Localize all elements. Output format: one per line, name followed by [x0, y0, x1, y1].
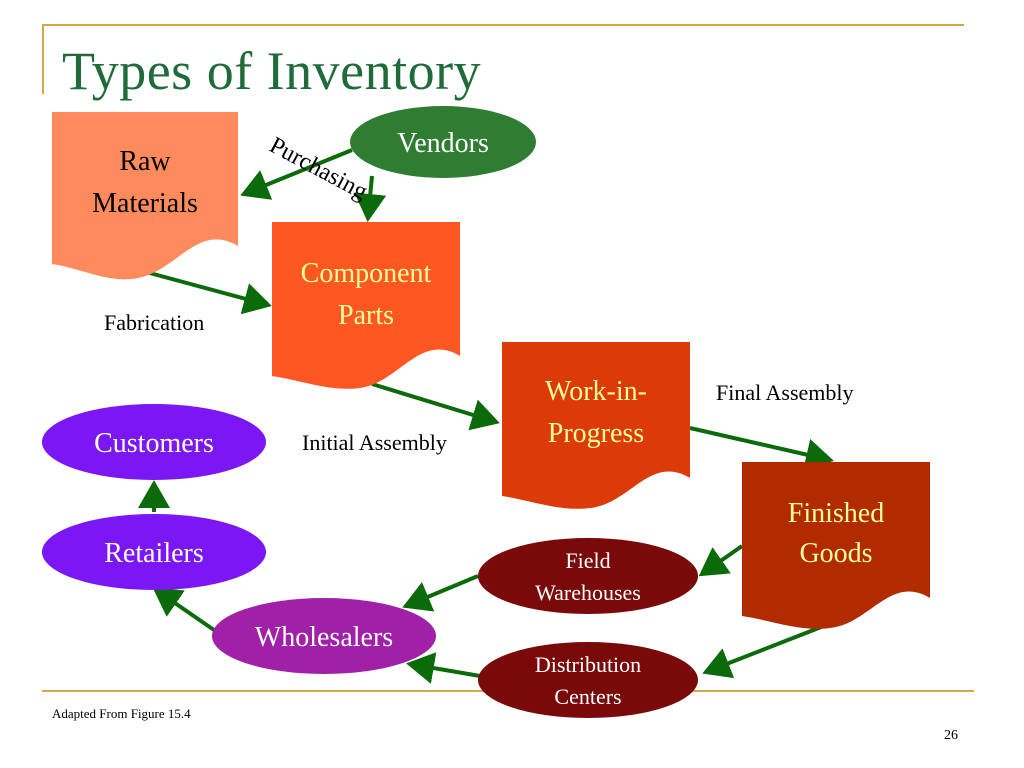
- distribution-centers-line-2: Centers: [554, 684, 621, 709]
- svg-text:Component: Component: [301, 258, 432, 289]
- node-raw-materials: Raw Materials: [52, 112, 238, 280]
- node-distribution-centers: Distribution Centers: [478, 642, 698, 718]
- wholesalers-label: Wholesalers: [255, 622, 393, 653]
- label-fabrication: Fabrication: [104, 310, 204, 335]
- svg-text:Work-in-: Work-in-: [545, 376, 647, 407]
- raw-materials-line-2: Materials: [92, 188, 198, 219]
- arrow-components-to-wip: [371, 382, 500, 431]
- retailers-label: Retailers: [104, 538, 204, 569]
- arrow-wip-to-finished: [689, 426, 834, 471]
- frame-top-rule: [42, 24, 964, 26]
- node-field-warehouses: Field Warehouses: [478, 538, 698, 614]
- node-wholesalers: Wholesalers: [212, 598, 436, 674]
- footer-note: Adapted From Figure 15.4: [52, 706, 191, 721]
- svg-text:Finished: Finished: [788, 498, 884, 529]
- vendors-label: Vendors: [397, 128, 489, 159]
- svg-text:Centers: Centers: [554, 684, 621, 709]
- node-retailers: Retailers: [42, 514, 266, 590]
- page-number: 26: [944, 728, 958, 743]
- arrow-vendors-to-raw: [240, 148, 353, 200]
- component-parts-line-2: Parts: [338, 300, 394, 331]
- customers-label: Customers: [94, 428, 214, 459]
- distribution-centers-line-1: Distribution: [535, 652, 641, 677]
- node-vendors: Vendors: [350, 106, 536, 178]
- wip-line-2: Progress: [548, 418, 644, 449]
- node-customers: Customers: [42, 404, 266, 480]
- field-warehouses-line-1: Field: [565, 548, 610, 573]
- arrow-raw-to-components: [145, 270, 272, 315]
- arrow-field-to-wholesalers: [402, 574, 479, 612]
- node-finished-goods: Finished Goods: [742, 462, 930, 629]
- arrow-vendors-to-components: [354, 175, 387, 222]
- arrow-wholesalers-to-retailers: [152, 587, 216, 632]
- component-parts-line-1: Component: [301, 258, 432, 289]
- finished-goods-line-1: Finished: [788, 498, 884, 529]
- label-final-assembly: Final Assembly: [716, 380, 854, 405]
- svg-text:Raw: Raw: [119, 146, 171, 177]
- svg-text:Parts: Parts: [338, 300, 394, 331]
- finished-goods-line-2: Goods: [799, 538, 872, 569]
- arrow-finished-to-distribution: [702, 620, 835, 679]
- arrow-distribution-to-wholesalers: [406, 652, 481, 684]
- svg-text:Materials: Materials: [92, 188, 198, 219]
- svg-text:Goods: Goods: [799, 538, 872, 569]
- frame-left-rule: [42, 24, 44, 94]
- svg-text:Warehouses: Warehouses: [535, 580, 641, 605]
- svg-text:Distribution: Distribution: [535, 652, 641, 677]
- svg-text:Progress: Progress: [548, 418, 644, 449]
- flow-arrows: [138, 148, 835, 684]
- label-initial-assembly: Initial Assembly: [302, 430, 447, 455]
- node-work-in-progress: Work-in- Progress: [502, 342, 690, 509]
- wip-line-1: Work-in-: [545, 376, 647, 407]
- page-title: Types of Inventory: [62, 41, 482, 101]
- svg-text:Field: Field: [565, 548, 610, 573]
- arrow-finished-to-field: [698, 544, 744, 577]
- node-component-parts: Component Parts: [272, 222, 460, 389]
- field-warehouses-line-2: Warehouses: [535, 580, 641, 605]
- raw-materials-line-1: Raw: [119, 146, 171, 177]
